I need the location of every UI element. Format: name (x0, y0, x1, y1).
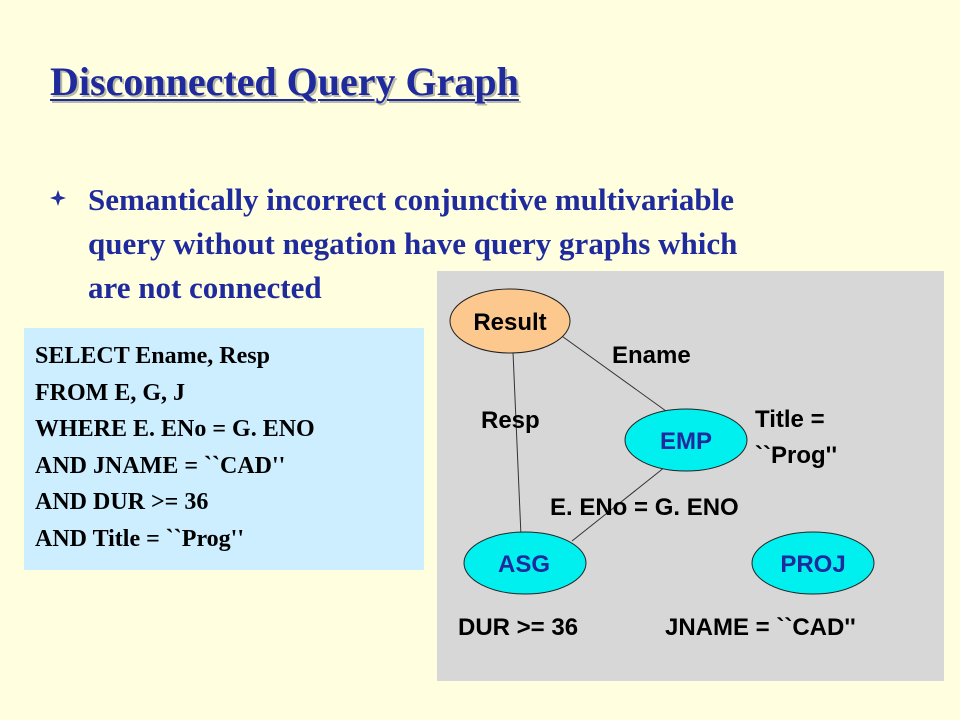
sql-query-box: SELECT Ename, Resp FROM E, G, J WHERE E.… (24, 328, 424, 570)
edge-label-eno: E. ENo = G. ENO (550, 494, 739, 521)
proj-jname-annotation: JNAME = ``CAD'' (665, 614, 856, 641)
asg-dur-annotation: DUR >= 36 (458, 614, 578, 641)
sql-from-line: FROM E, G, J (35, 379, 185, 406)
slide-title: Disconnected Query Graph (50, 59, 519, 104)
edge-result-asg (512, 351, 522, 537)
node-result-label: Result (473, 309, 546, 336)
diamond-bullet-icon (50, 190, 66, 206)
edge-result-emp (558, 333, 667, 412)
node-emp (624, 408, 748, 472)
node-proj (751, 531, 875, 595)
sql-and-title-line: AND Title = ``Prog'' (35, 525, 244, 552)
emp-title-annotation-line2: ``Prog'' (755, 442, 837, 469)
sql-and-jname-line: AND JNAME = ``CAD'' (35, 452, 286, 479)
emp-title-annotation-line1: Title = (755, 406, 825, 433)
sql-select-line: SELECT Ename, Resp (35, 343, 270, 369)
bullet-line: Semantically incorrect conjunctive multi… (88, 182, 735, 217)
node-asg (463, 531, 587, 595)
sql-where-line: WHERE E. ENo = G. ENO (35, 416, 315, 442)
edge-label-resp: Resp (481, 407, 540, 434)
bullet-text: Semantically incorrect conjunctive multi… (88, 178, 878, 310)
node-emp-label: EMP (660, 428, 712, 455)
bullet-line: are not connected (88, 270, 322, 305)
edge-label-ename: Ename (612, 342, 691, 369)
edge-asg-emp (571, 466, 666, 542)
bullet-line: query without negation have query graphs… (88, 226, 738, 261)
node-result (449, 288, 571, 354)
sql-and-dur-line: AND DUR >= 36 (35, 489, 209, 515)
node-proj-label: PROJ (780, 551, 845, 578)
node-asg-label: ASG (498, 551, 550, 578)
